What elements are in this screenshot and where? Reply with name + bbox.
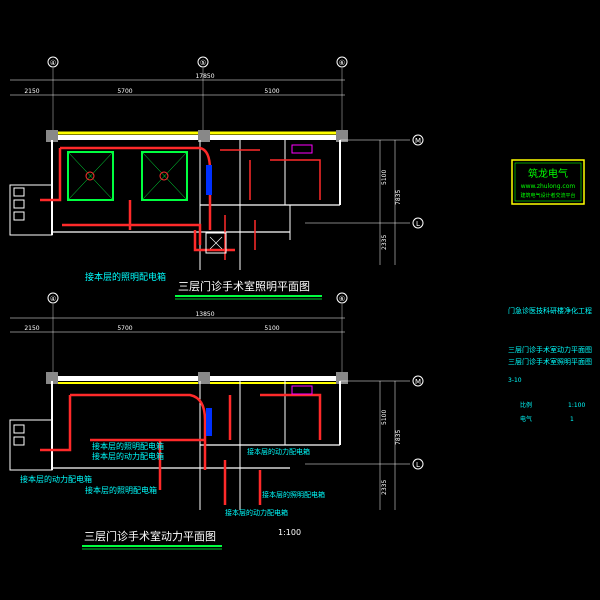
dim-right-upper: 5100	[381, 170, 388, 185]
axis-label-l-bottom: L	[416, 461, 420, 469]
power-plan-title: 三层门诊手术室动力平面图	[84, 529, 216, 543]
dim-mid-b: 5700	[117, 325, 132, 332]
or-room-2-diag-b	[141, 151, 188, 201]
dim-mid: 5700	[117, 88, 132, 95]
stamp-url: www.zhulong.com	[521, 183, 576, 190]
blue-panel-lighting	[206, 165, 212, 195]
axis-bubble-l-top	[412, 217, 424, 229]
axis-bubble-5	[197, 56, 209, 68]
axis-bubble-4	[47, 56, 59, 68]
dim-right-b: 5100	[264, 325, 279, 332]
stamp-inner-frame	[514, 162, 582, 202]
stamp-frame	[511, 159, 585, 205]
axis-bubble-6	[336, 56, 348, 68]
zhulong-stamp: 筑龙电气 www.zhulong.com 建筑电气设计者交流平台	[511, 159, 585, 205]
or-room-2	[141, 151, 188, 201]
axis-label-5: ⑤	[200, 59, 206, 67]
axis-label-l-top: L	[416, 220, 420, 228]
power-left-label: 接本层的动力配电箱	[20, 474, 92, 484]
power-plan: ④ ⑥ 13850 2150 5700 5100 5100	[9, 292, 424, 550]
lighting-box-label: 接本层的照明配电箱	[85, 271, 166, 283]
drawing-number: 3-10	[508, 377, 522, 384]
axis-bubble-l-bottom	[412, 458, 424, 470]
dim-right-lower-b: 2335	[381, 480, 388, 495]
left-annex	[9, 184, 53, 236]
equipment-box-b	[291, 385, 313, 395]
power-left-label-2: 接本层的照明配电箱	[85, 485, 157, 495]
annex-fixture-2	[13, 199, 25, 209]
or-lamp-1	[85, 171, 95, 181]
axis-label-4: ④	[50, 59, 56, 67]
stair-diag-b	[209, 236, 223, 250]
tb-row1-value: 1:100	[568, 402, 585, 409]
equipment-box-top-right	[291, 144, 313, 154]
power-scale: 1:100	[278, 528, 301, 537]
dim-left: 2150	[24, 88, 39, 95]
dim-right-total: 7835	[395, 190, 402, 205]
stamp-tagline: 建筑电气设计者交流平台	[520, 192, 575, 199]
dim-left-b: 2150	[24, 325, 39, 332]
column-top-left	[46, 130, 58, 142]
blue-panel-power	[206, 408, 212, 436]
project-name: 门急诊医技科研楼净化工程	[508, 306, 592, 315]
column-top-mid-b	[198, 372, 210, 384]
dim-right-upper-b: 5100	[381, 410, 388, 425]
dim-right: 5100	[264, 88, 279, 95]
lighting-plan-title: 三层门诊手术室照明平面图	[178, 279, 310, 293]
dim-right-total-b: 7835	[395, 430, 402, 445]
tb-row1-label: 比例	[520, 401, 532, 409]
or-room-1-diag-b	[67, 151, 114, 201]
axis-label-m-bottom: M	[415, 378, 421, 386]
power-circuit-main	[40, 393, 322, 505]
dim-right-lower: 2335	[381, 235, 388, 250]
tb-row2-value: 1	[570, 416, 574, 423]
or-lamp-2	[159, 171, 169, 181]
dim-total-b: 13850	[195, 311, 214, 318]
annex-b-fixture-1	[13, 424, 25, 434]
axis-bubble-6-b	[336, 292, 348, 304]
axis-label-6: ⑥	[339, 59, 345, 67]
drawing-name-2: 三层门诊手术室照明平面图	[508, 357, 592, 366]
annex-fixture-3	[13, 211, 25, 221]
power-right-label: 接本层的照明配电箱	[262, 490, 325, 499]
power-lighting-label: 接本层的照明配电箱	[92, 441, 164, 451]
axis-label-m-top: M	[415, 137, 421, 145]
lighting-stair	[205, 232, 227, 254]
stamp-name: 筑龙电气	[528, 167, 568, 180]
power-bottom-label: 接本层的动力配电箱	[225, 508, 288, 517]
title-block: 门急诊医技科研楼净化工程 三层门诊手术室动力平面图 三层门诊手术室照明平面图 3…	[508, 306, 592, 423]
annex-b-fixture-2	[13, 436, 25, 446]
column-top-left-b	[46, 372, 58, 384]
annex-fixture-1	[13, 187, 25, 197]
wall-top	[50, 135, 345, 140]
axis-bubble-4-b	[47, 292, 59, 304]
drawing-name-1: 三层门诊手术室动力平面图	[508, 345, 592, 354]
dim-total: 17850	[195, 73, 214, 80]
axis-label-4-b: ④	[50, 295, 56, 303]
lighting-circuit-branch	[220, 149, 321, 260]
left-annex-b	[9, 419, 53, 471]
column-top-right	[336, 130, 348, 142]
column-top-mid	[198, 130, 210, 142]
axis-label-6-b: ⑥	[339, 295, 345, 303]
axis-bubble-m-top	[412, 134, 424, 146]
wall-top-b	[50, 376, 345, 381]
lighting-plan: ④ ⑤ ⑥ 17850 2150 5700 5100	[9, 56, 424, 300]
power-box-label: 接本层的动力配电箱	[247, 447, 310, 456]
tb-row2-label: 电气	[520, 415, 532, 423]
power-hoist-label: 接本层的动力配电箱	[92, 451, 164, 461]
or-room-1	[67, 151, 114, 201]
lighting-circuit-main	[40, 146, 235, 252]
column-top-right-b	[336, 372, 348, 384]
axis-bubble-m-bottom	[412, 375, 424, 387]
